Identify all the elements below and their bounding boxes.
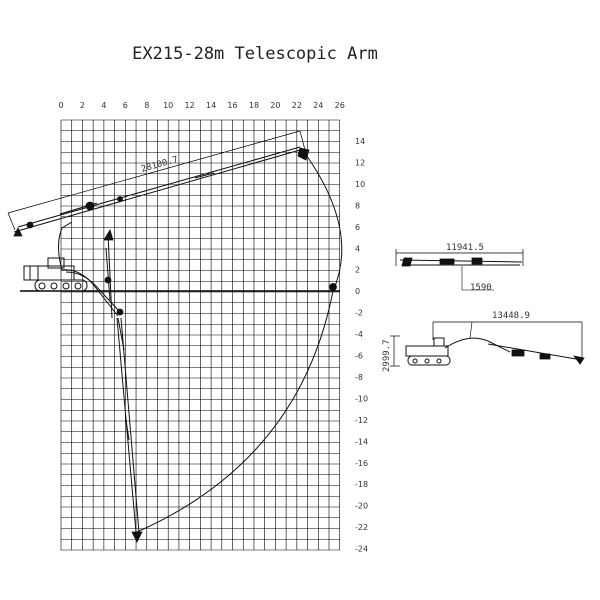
reach-dimension: 28100.7 [7,130,306,231]
bucket-bottom [131,531,143,543]
y-tick-label: -6 [355,352,363,361]
y-axis-labels: 14 12 10 8 6 4 2 0 -2 -4 -6 -8 -10 -12 -14 -16 -18 -20 -22… [355,137,368,554]
x-tick-label: 8 [144,101,149,110]
y-tick-label: 6 [355,223,360,232]
y-tick-label: -12 [355,416,368,425]
x-tick-label: 26 [335,101,345,110]
transport-length-label: 13448.9 [492,311,530,321]
transport-height-label: 2999.7 [382,339,392,372]
x-tick-label: 0 [58,101,63,110]
x-tick-label: 18 [249,101,259,110]
y-tick-label: -10 [355,394,368,403]
y-tick-label: 10 [355,180,365,189]
x-tick-label: 22 [292,101,302,110]
y-tick-label: -14 [355,437,368,446]
envelope-chord [137,291,333,532]
bucket-top [297,147,310,161]
x-tick-label: 4 [101,101,106,110]
vertical-boom [61,229,337,543]
y-tick-label: -22 [355,523,368,532]
folded-height-label: 1590 [470,283,492,293]
y-tick-label: -2 [355,309,363,318]
y-tick-label: -4 [355,330,363,339]
bucket-ground [329,283,337,291]
x-tick-label: 14 [206,101,216,110]
y-tick-label: -24 [355,545,368,554]
folded-view: 11941.5 1590 [395,243,524,293]
coordinate-grid [60,119,341,551]
x-tick-label: 24 [313,101,323,110]
y-tick-label: -16 [355,459,368,468]
x-tick-label: 10 [163,101,173,110]
x-tick-label: 12 [185,101,195,110]
transport-view: 13448.9 2999.7 [382,311,585,372]
y-tick-label: 14 [355,137,365,146]
y-tick-label: 8 [355,201,360,210]
diagram-title: EX215-28m Telescopic Arm [132,44,378,64]
x-tick-label: 16 [227,101,237,110]
y-tick-label: 0 [355,287,360,296]
x-tick-label: 6 [123,101,128,110]
excavator-main-view [23,257,88,292]
y-tick-label: 4 [355,244,360,253]
extended-boom [13,146,310,271]
reach-length-label: 28100.7 [140,155,179,175]
y-tick-label: 12 [355,158,365,167]
y-tick-label: 2 [355,266,360,275]
y-tick-label: -20 [355,502,368,511]
y-tick-label: -18 [355,480,368,489]
reach-envelope [136,151,343,533]
folded-length-label: 11941.5 [446,243,484,253]
x-tick-label: 20 [270,101,280,110]
y-tick-label: -8 [355,373,363,382]
x-tick-label: 2 [80,101,85,110]
